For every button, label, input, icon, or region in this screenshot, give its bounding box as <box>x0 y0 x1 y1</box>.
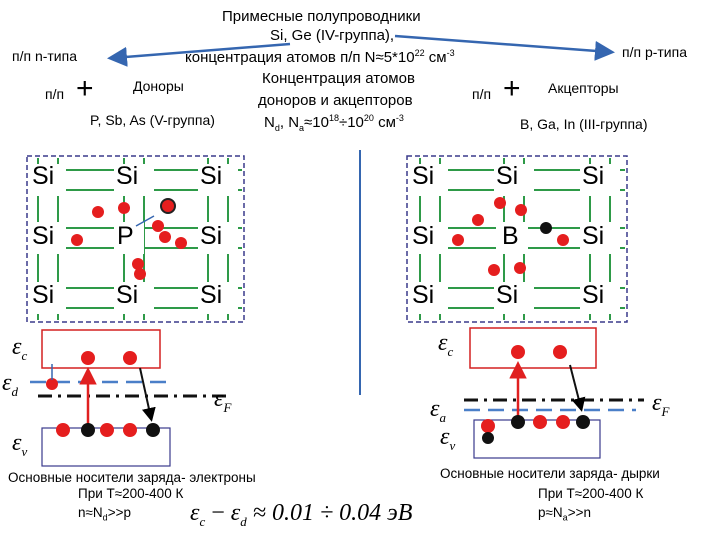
atom-label-n-7: Si <box>116 281 139 309</box>
acceptors-title: Акцепторы <box>548 80 619 96</box>
conduction-band-p <box>469 327 597 369</box>
p-type-carriers: Основные носители заряда- дырки <box>440 466 660 481</box>
dopant-concentration-value: Nd, Na≈1018÷1020 см-3 <box>264 113 404 133</box>
dopant-concentration-label-2: доноров и акцепторов <box>258 92 413 109</box>
atom-label-n-3: Si <box>32 222 55 250</box>
atom-label-p-3: Si <box>412 222 435 250</box>
lattice-electrons-n <box>71 198 187 280</box>
page-title: Примесные полупроводники <box>222 8 421 25</box>
donors-title: Доноры <box>133 78 184 94</box>
n-type-temperature: При T≈200-400 К <box>78 486 184 501</box>
acceptors-list: B, Ga, In (III-группа) <box>520 116 648 132</box>
ea-label: εa <box>430 396 446 425</box>
atom-label-n-1: Si <box>116 162 139 190</box>
ev-label-p: εv <box>440 424 456 453</box>
n-type-label: п/п n-типа <box>12 48 77 64</box>
atom-label-p-7: Si <box>496 281 519 309</box>
n-type-pp-label: п/п <box>45 86 65 102</box>
arrow-to-p-type <box>394 34 615 61</box>
atom-label-n-0: Si <box>32 162 55 190</box>
donors-list: P, Sb, As (V-группа) <box>90 112 215 128</box>
donor-electron-arrow <box>135 215 155 227</box>
p-type-concentration-relation: p≈Na>>n <box>538 505 591 523</box>
band-diagram-p <box>464 327 644 459</box>
p-type-plus: + <box>503 72 521 105</box>
p-type-label: п/п p-типа <box>622 44 687 60</box>
dopant-concentration-label-1: Концентрация атомов <box>262 70 415 87</box>
atom-label-p-6: Si <box>412 281 435 309</box>
atom-label-p-0: Si <box>412 162 435 190</box>
lattice-n-type <box>26 155 245 323</box>
arrow-to-n-type <box>107 42 291 67</box>
p-type-temperature: При T≈200-400 К <box>538 486 644 501</box>
ef-label-n: εF <box>214 386 232 415</box>
atom-label-n-5: Si <box>200 222 223 250</box>
host-concentration: концентрация атомов п/п N≈5*1022 см-3 <box>185 48 455 67</box>
ev-label-n: εv <box>12 430 28 459</box>
atom-label-acceptor: B <box>502 222 519 250</box>
atom-label-p-2: Si <box>582 162 605 190</box>
ec-label-p: εc <box>438 330 454 359</box>
p-type-pp-label: п/п <box>472 86 492 102</box>
n-type-concentration-relation: n≈Nd>>p <box>78 505 131 523</box>
ef-label-p: εF <box>652 390 670 419</box>
atom-label-n-2: Si <box>200 162 223 190</box>
band-diagram-n <box>30 329 230 467</box>
atom-label-p-8: Si <box>582 281 605 309</box>
lattice-frame-p <box>406 155 628 323</box>
atom-label-donor: P <box>117 222 134 250</box>
n-type-carriers: Основные носители заряда- электроны <box>8 470 256 485</box>
lattice-atoms-n <box>30 164 238 314</box>
host-materials: Si, Ge (IV-группа), <box>270 27 395 44</box>
lattice-p-type <box>406 155 628 323</box>
arrow-drop-p <box>569 364 586 412</box>
ed-label: εd <box>2 370 18 399</box>
ec-label-n: εc <box>12 334 28 363</box>
n-type-plus: + <box>76 72 94 105</box>
conduction-band-n <box>41 329 161 369</box>
lattice-frame-n <box>26 155 245 323</box>
lattice-atoms-p <box>410 164 620 314</box>
arrow-drop-n <box>139 367 156 422</box>
atom-label-n-6: Si <box>32 281 55 309</box>
atom-label-p-1: Si <box>496 162 519 190</box>
lattice-electrons-p <box>452 197 569 276</box>
atom-label-n-8: Si <box>200 281 223 309</box>
atom-label-p-5: Si <box>582 222 605 250</box>
ionization-energy-formula: εc − εd ≈ 0.01 ÷ 0.04 эВ <box>190 500 413 529</box>
